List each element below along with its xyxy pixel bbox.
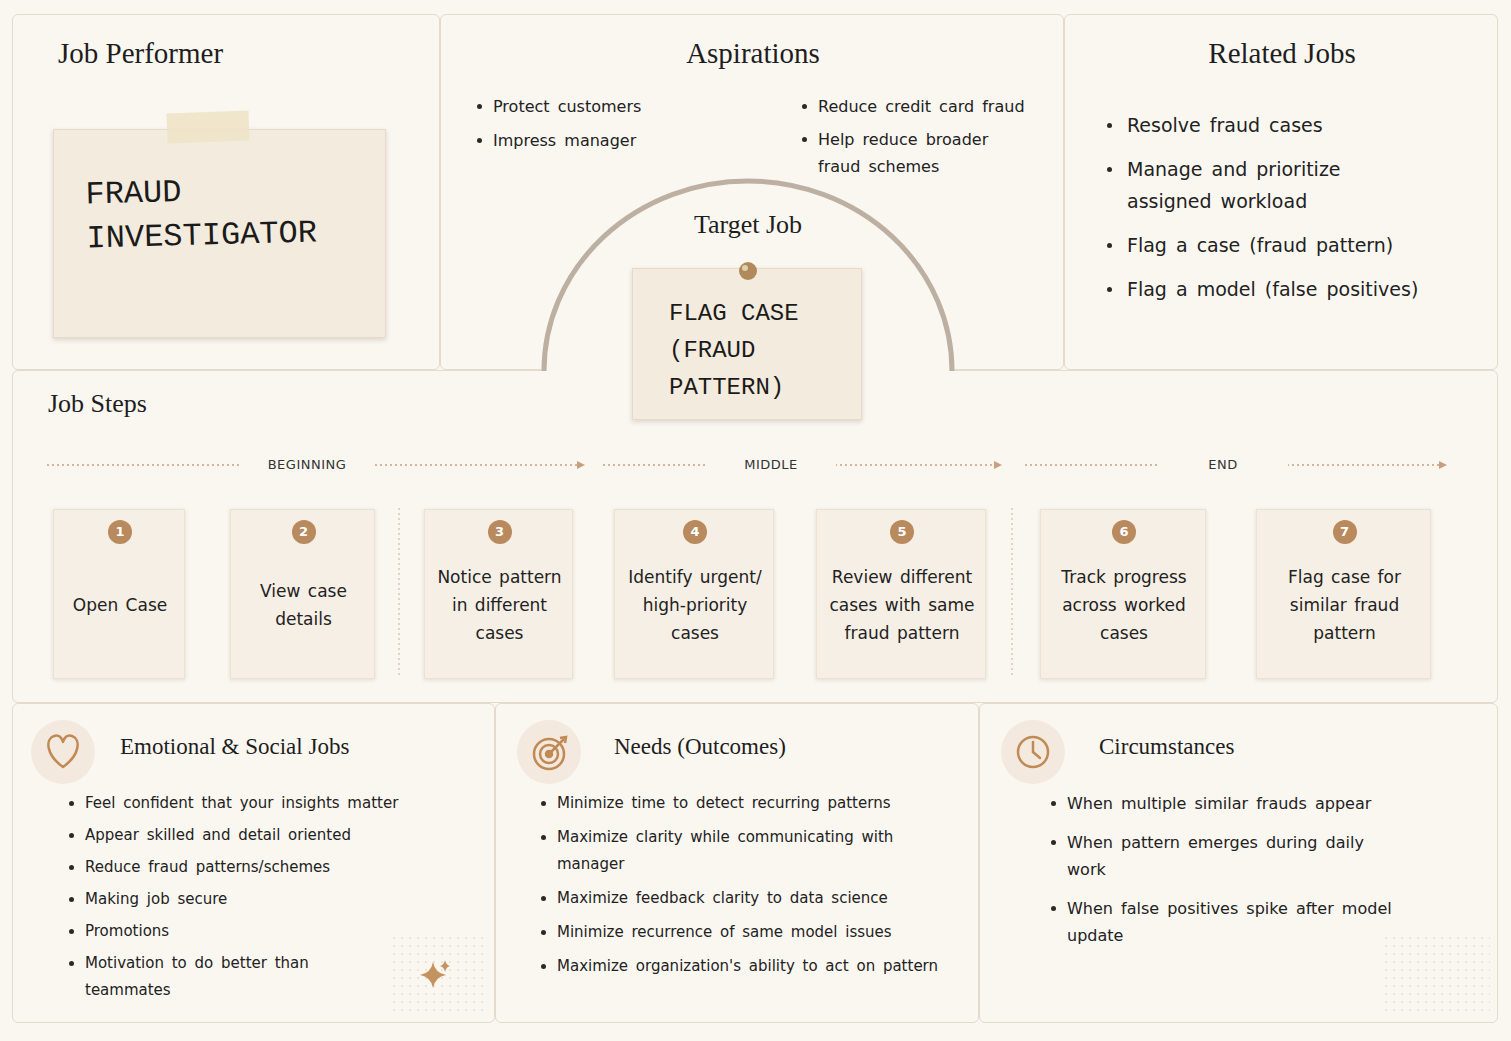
- phase-label: END: [1158, 457, 1288, 472]
- step-text: Track progress across worked cases: [1047, 563, 1201, 647]
- panel-text: Job Steps: [48, 389, 147, 419]
- panel-text: Minimize recurrence of same model issues: [535, 919, 970, 946]
- step-card: Track progress across worked cases 6: [1040, 509, 1206, 679]
- panel-text: Flag a case (fraud pattern): [1101, 229, 1481, 261]
- step-number-circle: 7: [1333, 520, 1357, 544]
- panel-text: When pattern emerges during daily work: [1045, 829, 1375, 883]
- step-card: Review different cases with same fraud p…: [816, 509, 986, 679]
- canvas-panel: Related JobsResolve fraud casesManage an…: [1064, 14, 1498, 370]
- panel-text: Appear skilled and detail oriented: [63, 822, 483, 849]
- tape: [164, 108, 254, 148]
- step-number: 7: [1333, 520, 1357, 544]
- note-text: FLAG CASE (FRAUD PATTERN): [669, 295, 849, 406]
- panel-text: Resolve fraud cases: [1101, 109, 1481, 141]
- sticky-note: FRAUD INVESTIGATOR: [53, 129, 386, 338]
- step-text: Open Case: [60, 591, 180, 619]
- panel-text: Circumstances: [1099, 734, 1234, 760]
- panel-text: When false positives spike after model u…: [1045, 895, 1395, 949]
- step-number-circle: 1: [108, 520, 132, 544]
- panel-text: Help reduce broader fraud schemes: [796, 126, 1016, 180]
- step-number: 1: [108, 520, 132, 544]
- dot-grid: [392, 935, 487, 1015]
- panel-text: Promotions: [63, 918, 483, 945]
- dot-grid: [1380, 935, 1490, 1015]
- phase-label: MIDDLE: [706, 457, 836, 472]
- step-number-circle: 4: [683, 520, 707, 544]
- sparkle: [420, 960, 450, 988]
- canvas-panel: CircumstancesWhen multiple similar fraud…: [979, 703, 1498, 1023]
- panel-text: Job Performer: [58, 37, 223, 70]
- panel-text: Maximize feedback clarity to data scienc…: [535, 885, 970, 912]
- tape-strip: [167, 111, 250, 144]
- canvas-panel: Needs (Outcomes) Minimize time to detect …: [495, 703, 979, 1023]
- panel-text: Flag a model (false positives): [1101, 273, 1481, 305]
- step-number: 4: [683, 520, 707, 544]
- panel-text: Manage and prioritize assigned workload: [1101, 153, 1381, 217]
- phase-separators: [399, 508, 1012, 678]
- step-text: Notice pattern in different cases: [431, 563, 568, 647]
- canvas-panel: Emotional & Social JobsFeel confident th…: [12, 703, 495, 1023]
- step-number: 5: [890, 520, 914, 544]
- pin-head: [739, 262, 757, 280]
- step-number-circle: 2: [292, 520, 316, 544]
- step-number: 3: [488, 520, 512, 544]
- phase-label: BEGINNING: [242, 457, 372, 472]
- step-number-circle: 6: [1112, 520, 1136, 544]
- panel-text: Aspirations: [441, 37, 1065, 70]
- panel-text: Motivation to do better than teammates: [63, 950, 383, 1004]
- step-text: View case details: [237, 577, 370, 633]
- panel-text: Maximize clarity while communicating wit…: [535, 824, 925, 878]
- step-card: Notice pattern in different cases 3: [424, 509, 573, 679]
- panel-text: When multiple similar frauds appear: [1045, 790, 1485, 817]
- panel-text: Impress manager: [471, 127, 781, 154]
- heart-icon: [31, 720, 95, 784]
- panel-text: Maximize organization's ability to act o…: [535, 953, 955, 980]
- step-card: Identify urgent/ high-priority cases 4: [614, 509, 774, 679]
- panel-text: Needs (Outcomes): [614, 734, 786, 760]
- step-number: 2: [292, 520, 316, 544]
- pin: [736, 259, 760, 283]
- step-text: Identify urgent/ high-priority cases: [621, 563, 769, 647]
- step-number: 6: [1112, 520, 1136, 544]
- panel-text: Related Jobs: [1065, 37, 1499, 70]
- step-number-circle: 3: [488, 520, 512, 544]
- step-card: Open Case 1: [53, 509, 185, 679]
- target-icon: [517, 720, 581, 784]
- sticky-note: FLAG CASE (FRAUD PATTERN): [632, 268, 862, 420]
- panel-text: Reduce credit card fraud: [796, 93, 1061, 120]
- step-card: Flag case for similar fraud pattern 7: [1256, 509, 1431, 679]
- step-number-circle: 5: [890, 520, 914, 544]
- panel-text: Protect customers: [471, 93, 781, 120]
- panel-text: Making job secure: [63, 886, 483, 913]
- target-heading: Target Job: [541, 210, 955, 240]
- note-text: FRAUD INVESTIGATOR: [85, 166, 362, 261]
- step-text: Review different cases with same fraud p…: [823, 563, 981, 647]
- step-text: Flag case for similar fraud pattern: [1263, 563, 1426, 647]
- step-card: View case details 2: [230, 509, 375, 679]
- panel-text: Emotional & Social Jobs: [120, 734, 349, 760]
- target-arch: Target JobFLAG CASE (FRAUD PATTERN): [541, 178, 955, 375]
- panel-text: Reduce fraud patterns/schemes: [63, 854, 483, 881]
- pin-shine: [742, 265, 748, 271]
- panel-text: Feel confident that your insights matter: [63, 790, 483, 817]
- clock-icon: [1001, 720, 1065, 784]
- canvas-panel: Job PerformerFRAUD INVESTIGATOR: [12, 14, 440, 370]
- panel-text: Minimize time to detect recurring patter…: [535, 790, 970, 817]
